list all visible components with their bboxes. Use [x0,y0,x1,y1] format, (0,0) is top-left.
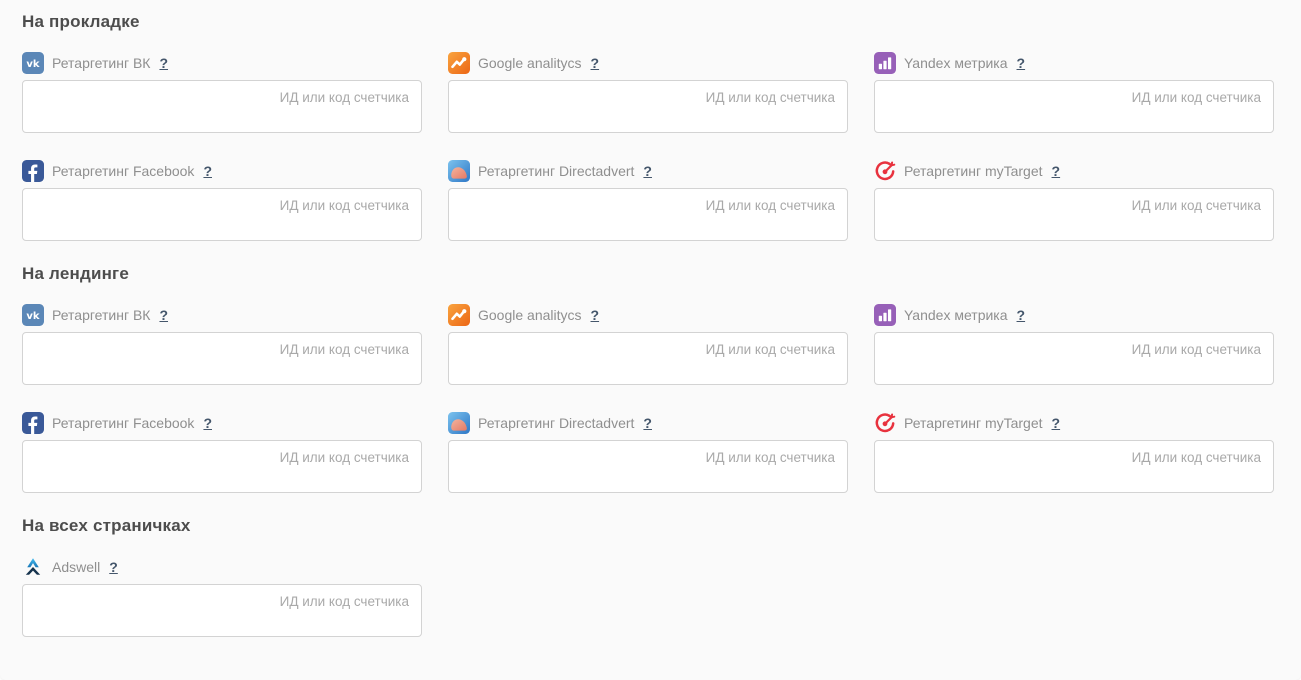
help-link[interactable]: ? [1051,415,1061,431]
field-label: Ретаргетинг Directadvert [478,415,635,431]
mytarget-icon [874,412,896,434]
facebook-icon [22,412,44,434]
field-yandex-metrika: Yandex метрика ? [874,52,1274,133]
svg-text:vk: vk [26,311,40,322]
field-label-row: Ретаргетинг Facebook ? [22,160,422,182]
field-google-analytics: Google analitycs ? [448,52,848,133]
field-label: Yandex метрика [904,55,1008,71]
field-label-row: Adswell ? [22,556,422,578]
counter-code-input[interactable] [22,584,422,637]
field-retargeting-vk: vk Ретаргетинг ВК ? [22,52,422,133]
help-link[interactable]: ? [109,559,118,575]
field-yandex-metrika: Yandex метрика ? [874,304,1274,385]
field-label-row: Yandex метрика ? [874,304,1274,326]
google-analytics-icon [448,304,470,326]
field-label: Ретаргетинг myTarget [904,415,1043,431]
counter-code-input[interactable] [448,332,848,385]
field-label-row: Google analitycs ? [448,304,848,326]
field-label-row: Yandex метрика ? [874,52,1274,74]
directadvert-icon [448,412,470,434]
section-landing-grid: vk Ретаргетинг ВК ? Google analitycs ? [22,304,1274,493]
field-google-analytics: Google analitycs ? [448,304,848,385]
field-label-row: Ретаргетинг myTarget ? [874,412,1274,434]
counter-code-input[interactable] [874,188,1274,241]
field-retargeting-facebook: Ретаргетинг Facebook ? [22,160,422,241]
adswell-icon [22,556,44,578]
help-link[interactable]: ? [590,307,600,323]
help-link[interactable]: ? [159,307,169,323]
counter-code-input[interactable] [448,440,848,493]
field-label: Google analitycs [478,307,582,323]
section-prokladka-grid: vk Ретаргетинг ВК ? Google analitycs ? [22,52,1274,241]
field-label-row: vk Ретаргетинг ВК ? [22,52,422,74]
field-retargeting-facebook: Ретаргетинг Facebook ? [22,412,422,493]
counter-code-input[interactable] [22,332,422,385]
field-label-row: Ретаргетинг myTarget ? [874,160,1274,182]
help-link[interactable]: ? [203,163,212,179]
field-label-row: Google analitycs ? [448,52,848,74]
counter-code-input[interactable] [448,188,848,241]
mytarget-icon [874,160,896,182]
section-title-prokladka: На прокладке [22,12,140,31]
section-all-pages-grid: Adswell ? [22,556,1273,637]
help-link[interactable]: ? [159,55,169,71]
field-label: Ретаргетинг Facebook [52,163,195,179]
field-label: Ретаргетинг Facebook [52,415,195,431]
field-retargeting-vk: vk Ретаргетинг ВК ? [22,304,422,385]
field-adswell: Adswell ? [22,556,422,637]
field-label-row: Ретаргетинг Facebook ? [22,412,422,434]
help-link[interactable]: ? [1016,55,1026,71]
yandex-metrika-icon [874,304,896,326]
counter-code-input[interactable] [874,332,1274,385]
counter-code-input[interactable] [22,440,422,493]
counter-code-input[interactable] [448,80,848,133]
section-title-all-pages: На всех страничках [22,516,191,535]
field-retargeting-directadvert: Ретаргетинг Directadvert ? [448,412,848,493]
help-link[interactable]: ? [1016,307,1026,323]
help-link[interactable]: ? [643,163,652,179]
field-label: Ретаргетинг ВК [52,307,151,323]
section-title-landing: На лендинге [22,264,129,283]
google-analytics-icon [448,52,470,74]
field-label-row: vk Ретаргетинг ВК ? [22,304,422,326]
field-label: Yandex метрика [904,307,1008,323]
counter-code-input[interactable] [22,188,422,241]
field-label: Ретаргетинг myTarget [904,163,1043,179]
directadvert-icon [448,160,470,182]
help-link[interactable]: ? [643,415,652,431]
field-retargeting-directadvert: Ретаргетинг Directadvert ? [448,160,848,241]
help-link[interactable]: ? [203,415,212,431]
field-label-row: Ретаргетинг Directadvert ? [448,160,848,182]
field-retargeting-mytarget: Ретаргетинг myTarget ? [874,412,1274,493]
yandex-metrika-icon [874,52,896,74]
field-label: Ретаргетинг Directadvert [478,163,635,179]
counter-code-input[interactable] [874,80,1274,133]
help-link[interactable]: ? [590,55,600,71]
vk-icon: vk [22,304,44,326]
vk-icon: vk [22,52,44,74]
counter-code-input[interactable] [874,440,1274,493]
field-label: Ретаргетинг ВК [52,55,151,71]
help-link[interactable]: ? [1051,163,1061,179]
field-label: Adswell [52,559,101,575]
facebook-icon [22,160,44,182]
svg-text:vk: vk [26,59,40,70]
field-retargeting-mytarget: Ретаргетинг myTarget ? [874,160,1274,241]
counter-code-input[interactable] [22,80,422,133]
field-label: Google analitycs [478,55,582,71]
field-label-row: Ретаргетинг Directadvert ? [448,412,848,434]
